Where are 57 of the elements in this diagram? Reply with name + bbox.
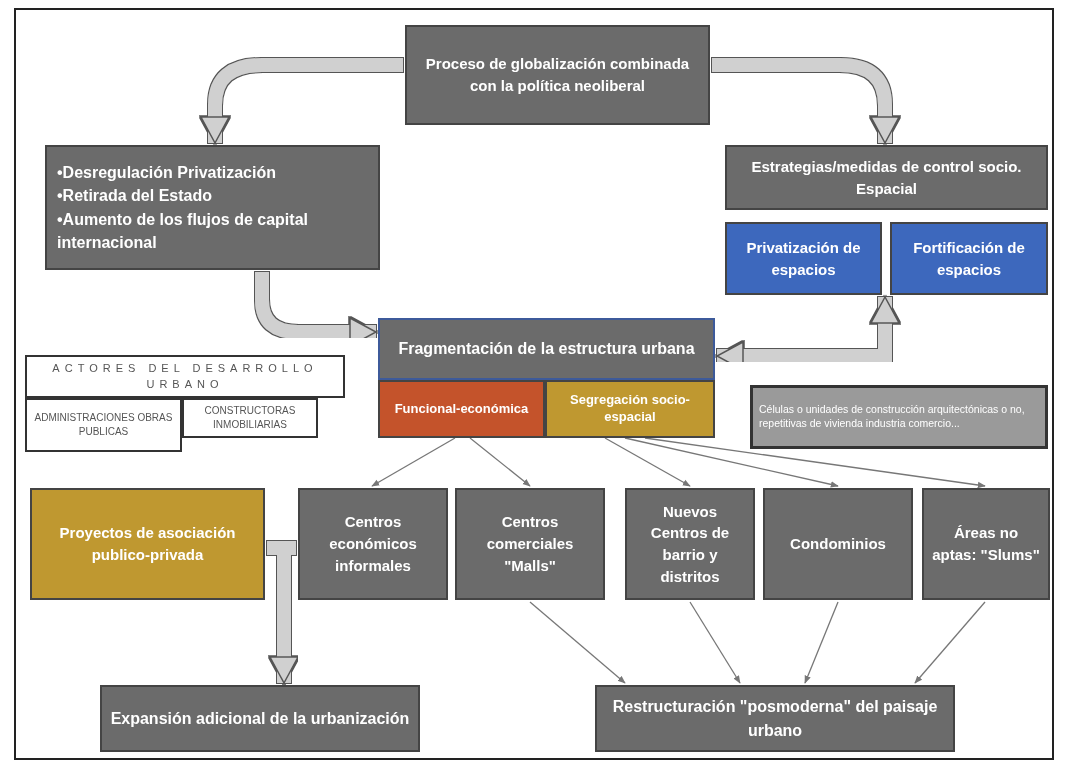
arrow [469, 437, 531, 487]
process-box [725, 222, 882, 295]
node-label: Expansión adicional de la urbanización [110, 708, 410, 729]
process-box [405, 25, 710, 125]
process-box [890, 222, 1048, 295]
node-label: Segregación socio-espacial [569, 392, 691, 426]
category-box [182, 398, 318, 438]
block-arrow [90, 452, 120, 487]
node-label: Fragmentación de la estructura urbana [398, 339, 695, 360]
category-box [25, 398, 182, 452]
node-label: Privatización de espacios [745, 237, 862, 280]
node-label: Áreas no aptas: "Slums" [931, 523, 1041, 565]
node-label: Condominios [790, 534, 886, 555]
bullet-list-box [45, 145, 380, 270]
outcome-box [625, 488, 755, 600]
arrow [644, 437, 986, 489]
arrow [624, 437, 839, 488]
process-box [725, 145, 1048, 210]
node-label: Proyectos de asociación publico-privada [58, 523, 237, 565]
node-label: Centros comerciales "Malls" [485, 512, 575, 576]
block-arrow [180, 272, 210, 354]
result-box [100, 685, 420, 752]
arrow [689, 601, 741, 684]
node-label: Nuevos Centros de barrio y distritos [649, 501, 731, 587]
arrow [529, 601, 626, 684]
outcome-box [455, 488, 605, 600]
node-label: ACTORES DEL DESARROLLO URBANO [51, 360, 319, 392]
block-arrow [225, 438, 255, 487]
node-label: Restructuración "posmoderna" del paisaje urbano [611, 697, 939, 741]
category-box [545, 380, 715, 438]
node-label: Proceso de globalización combinada con la política neoliberal [424, 54, 691, 96]
outcome-box [922, 488, 1050, 600]
node-label: Centros económicos informales [328, 512, 418, 576]
node-label: Estrategias/medidas de control socio. Espacial [750, 156, 1023, 199]
bullet-item: •Retirada del Estado [57, 186, 212, 207]
header-box [25, 355, 345, 398]
node-label: ADMINISTRACIONES OBRAS PUBLICAS [33, 410, 174, 439]
bullet-item: •Desregulación Privatización [57, 163, 276, 184]
bullet-item: •Aumento de los flujos de capital internacional [57, 209, 309, 253]
outcome-box [763, 488, 913, 600]
node-label: CONSTRUCTORAS INMOBILIARIAS [203, 403, 297, 432]
block-arrow [712, 58, 900, 144]
result-box [595, 685, 955, 752]
node-label: Células o unidades de construcción arquitectónicas o no, repetitivas de vivienda industria comercio... [759, 403, 1026, 431]
outcome-box [298, 488, 448, 600]
process-box [378, 318, 715, 380]
category-box [378, 380, 545, 438]
block-arrow [716, 296, 900, 371]
process-box [30, 488, 265, 600]
block-arrow [200, 58, 403, 144]
arrow [804, 601, 839, 684]
arrow [371, 437, 456, 487]
note-box [750, 385, 1048, 449]
arrow [604, 437, 691, 487]
node-label: Funcional-económica [394, 400, 529, 418]
node-label: Fortificación de espacios [912, 237, 1026, 280]
arrow [914, 601, 986, 684]
